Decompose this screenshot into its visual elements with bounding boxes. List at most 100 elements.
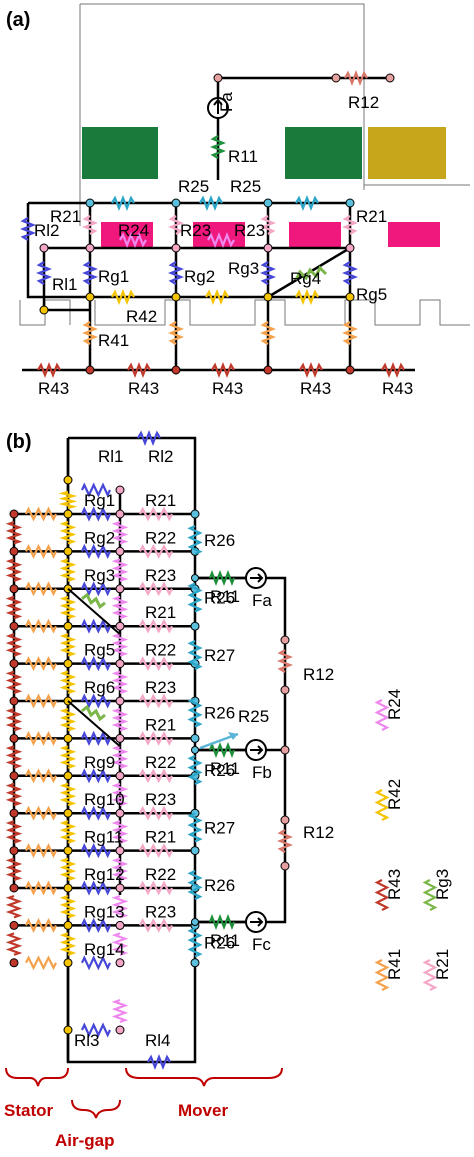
label-rl1: Rl1: [52, 275, 78, 294]
label-rl2: Rl2: [148, 447, 174, 466]
resistor-rg-bottom: [81, 1022, 111, 1038]
diagonal-wire: [67, 588, 121, 635]
mmf-source-arrow: [250, 573, 264, 583]
circuit-node: [9, 958, 19, 968]
label-right-col: R26: [204, 589, 235, 608]
label-right-col: R26: [204, 876, 235, 895]
label-rg4: Rg4: [290, 269, 321, 288]
label-rg-row: Rg13: [84, 902, 125, 921]
resistor-r43-4: [299, 362, 323, 378]
resistor-r26-col: [187, 870, 203, 900]
resistor-r42-1: [111, 289, 135, 305]
resistor-r24-col: [111, 894, 129, 919]
label-rg1: Rg1: [98, 267, 129, 286]
resistor-rg-row: [81, 955, 111, 971]
resistor-r26-col: [187, 812, 203, 843]
circuit-node: [115, 733, 125, 743]
resistor-r41-row: [25, 917, 57, 933]
resistor-r42-col: [59, 894, 77, 919]
mmf-source-arrow: [250, 745, 264, 755]
label-r2x-row: R22: [145, 865, 176, 884]
resistor-r26-col: [187, 582, 203, 613]
label-r25-b: R25: [238, 707, 269, 726]
resistor-rg-row: [81, 805, 111, 821]
resistor-rg1: [82, 261, 98, 285]
circuit-node: [9, 733, 19, 743]
circuit-node: [115, 846, 125, 856]
resistor-rg-row: [81, 655, 111, 672]
circuit-node: [115, 920, 125, 930]
label-r11-b: R11: [210, 931, 240, 950]
pm-block-green-left: [82, 127, 158, 179]
circuit-node: [63, 958, 73, 968]
label-rg-row: Rg1: [84, 491, 115, 510]
resistor-r43-2: [127, 362, 151, 378]
label-right-col: R26: [204, 761, 235, 780]
resistor-r41-row: [25, 543, 57, 559]
legend-label: R42: [385, 779, 404, 810]
resistor-r11-b: [208, 914, 236, 930]
resistor-r41-row: [25, 730, 57, 746]
resistor-r12-top: [277, 649, 293, 673]
resistor-rg4: [294, 265, 328, 281]
label-right-col: R26: [204, 704, 235, 723]
resistor-r41-1: [82, 321, 98, 345]
label-r2x-row: R22: [145, 641, 176, 660]
resistor-r2x-row: [139, 918, 173, 933]
resistor-r42-2: [205, 289, 229, 305]
panel-a-resistors: [20, 70, 405, 378]
resistor-r2x-row: [139, 693, 173, 709]
resistor-r42-col: [59, 932, 77, 956]
resistor-rg-row: [81, 880, 111, 896]
resistor-rg-row: [81, 543, 111, 560]
resistor-r43-col: [5, 670, 23, 695]
circuit-node: [190, 509, 200, 519]
label-r42: R42: [126, 307, 157, 326]
resistor-r24-col: [111, 707, 129, 732]
resistor-r2x-row: [139, 843, 173, 858]
label-r41: R41: [98, 331, 129, 350]
circuit-node: [9, 920, 19, 930]
circuit-node: [115, 546, 125, 556]
resistor-r2x-row: [139, 506, 173, 522]
resistor-rl1: [36, 261, 52, 285]
label-rg-row: Rg6: [84, 678, 115, 697]
label-rg-row: Rg12: [84, 865, 125, 884]
resistor-r41-row: [25, 768, 57, 784]
label-r11-b: R11: [210, 759, 240, 778]
resistor-r26-col: [187, 525, 203, 555]
panel-a-labels: R12 Fa R11 R25 R25 Rl2 R21 R24 R23 R23 R…: [34, 92, 413, 398]
circuit-node: [115, 659, 125, 669]
label-rl1: Rl1: [98, 447, 124, 466]
source-node: [191, 746, 199, 754]
legend-label: R41: [385, 949, 404, 980]
circuit-node: [63, 883, 73, 893]
label-r2x-row: R23: [145, 902, 176, 921]
label-rg-row: Rg10: [84, 790, 125, 809]
resistor-r2x-row: [139, 731, 173, 746]
legend-label: R24: [385, 689, 404, 720]
legend-swatch: [374, 959, 390, 991]
resistor-r41-row: [25, 880, 57, 896]
label-rg-row: Rg5: [84, 641, 115, 660]
resistor-r2x-row: [139, 544, 173, 559]
panel-a-tag: (a): [6, 9, 30, 31]
label-r43-3: R43: [212, 379, 243, 398]
label-right-col: R26: [204, 934, 235, 953]
resistor-r26-col: [187, 697, 203, 728]
region-airgap: Air-gap: [55, 1131, 115, 1150]
source-node: [191, 574, 199, 582]
resistor-r24-col: [111, 857, 129, 882]
circuit-node: [9, 621, 19, 631]
label-r2x-row: R23: [145, 566, 176, 585]
resistor-r42-col: [59, 558, 77, 582]
resistor-r42-col: [59, 745, 77, 769]
label-r23-right: R23: [234, 221, 265, 240]
resistor-r2x-row: [139, 618, 173, 634]
resistor-r23-mid: [207, 232, 235, 248]
circuit-node: [9, 883, 19, 893]
circuit-node: [115, 883, 125, 893]
circuit-node: [9, 509, 19, 519]
